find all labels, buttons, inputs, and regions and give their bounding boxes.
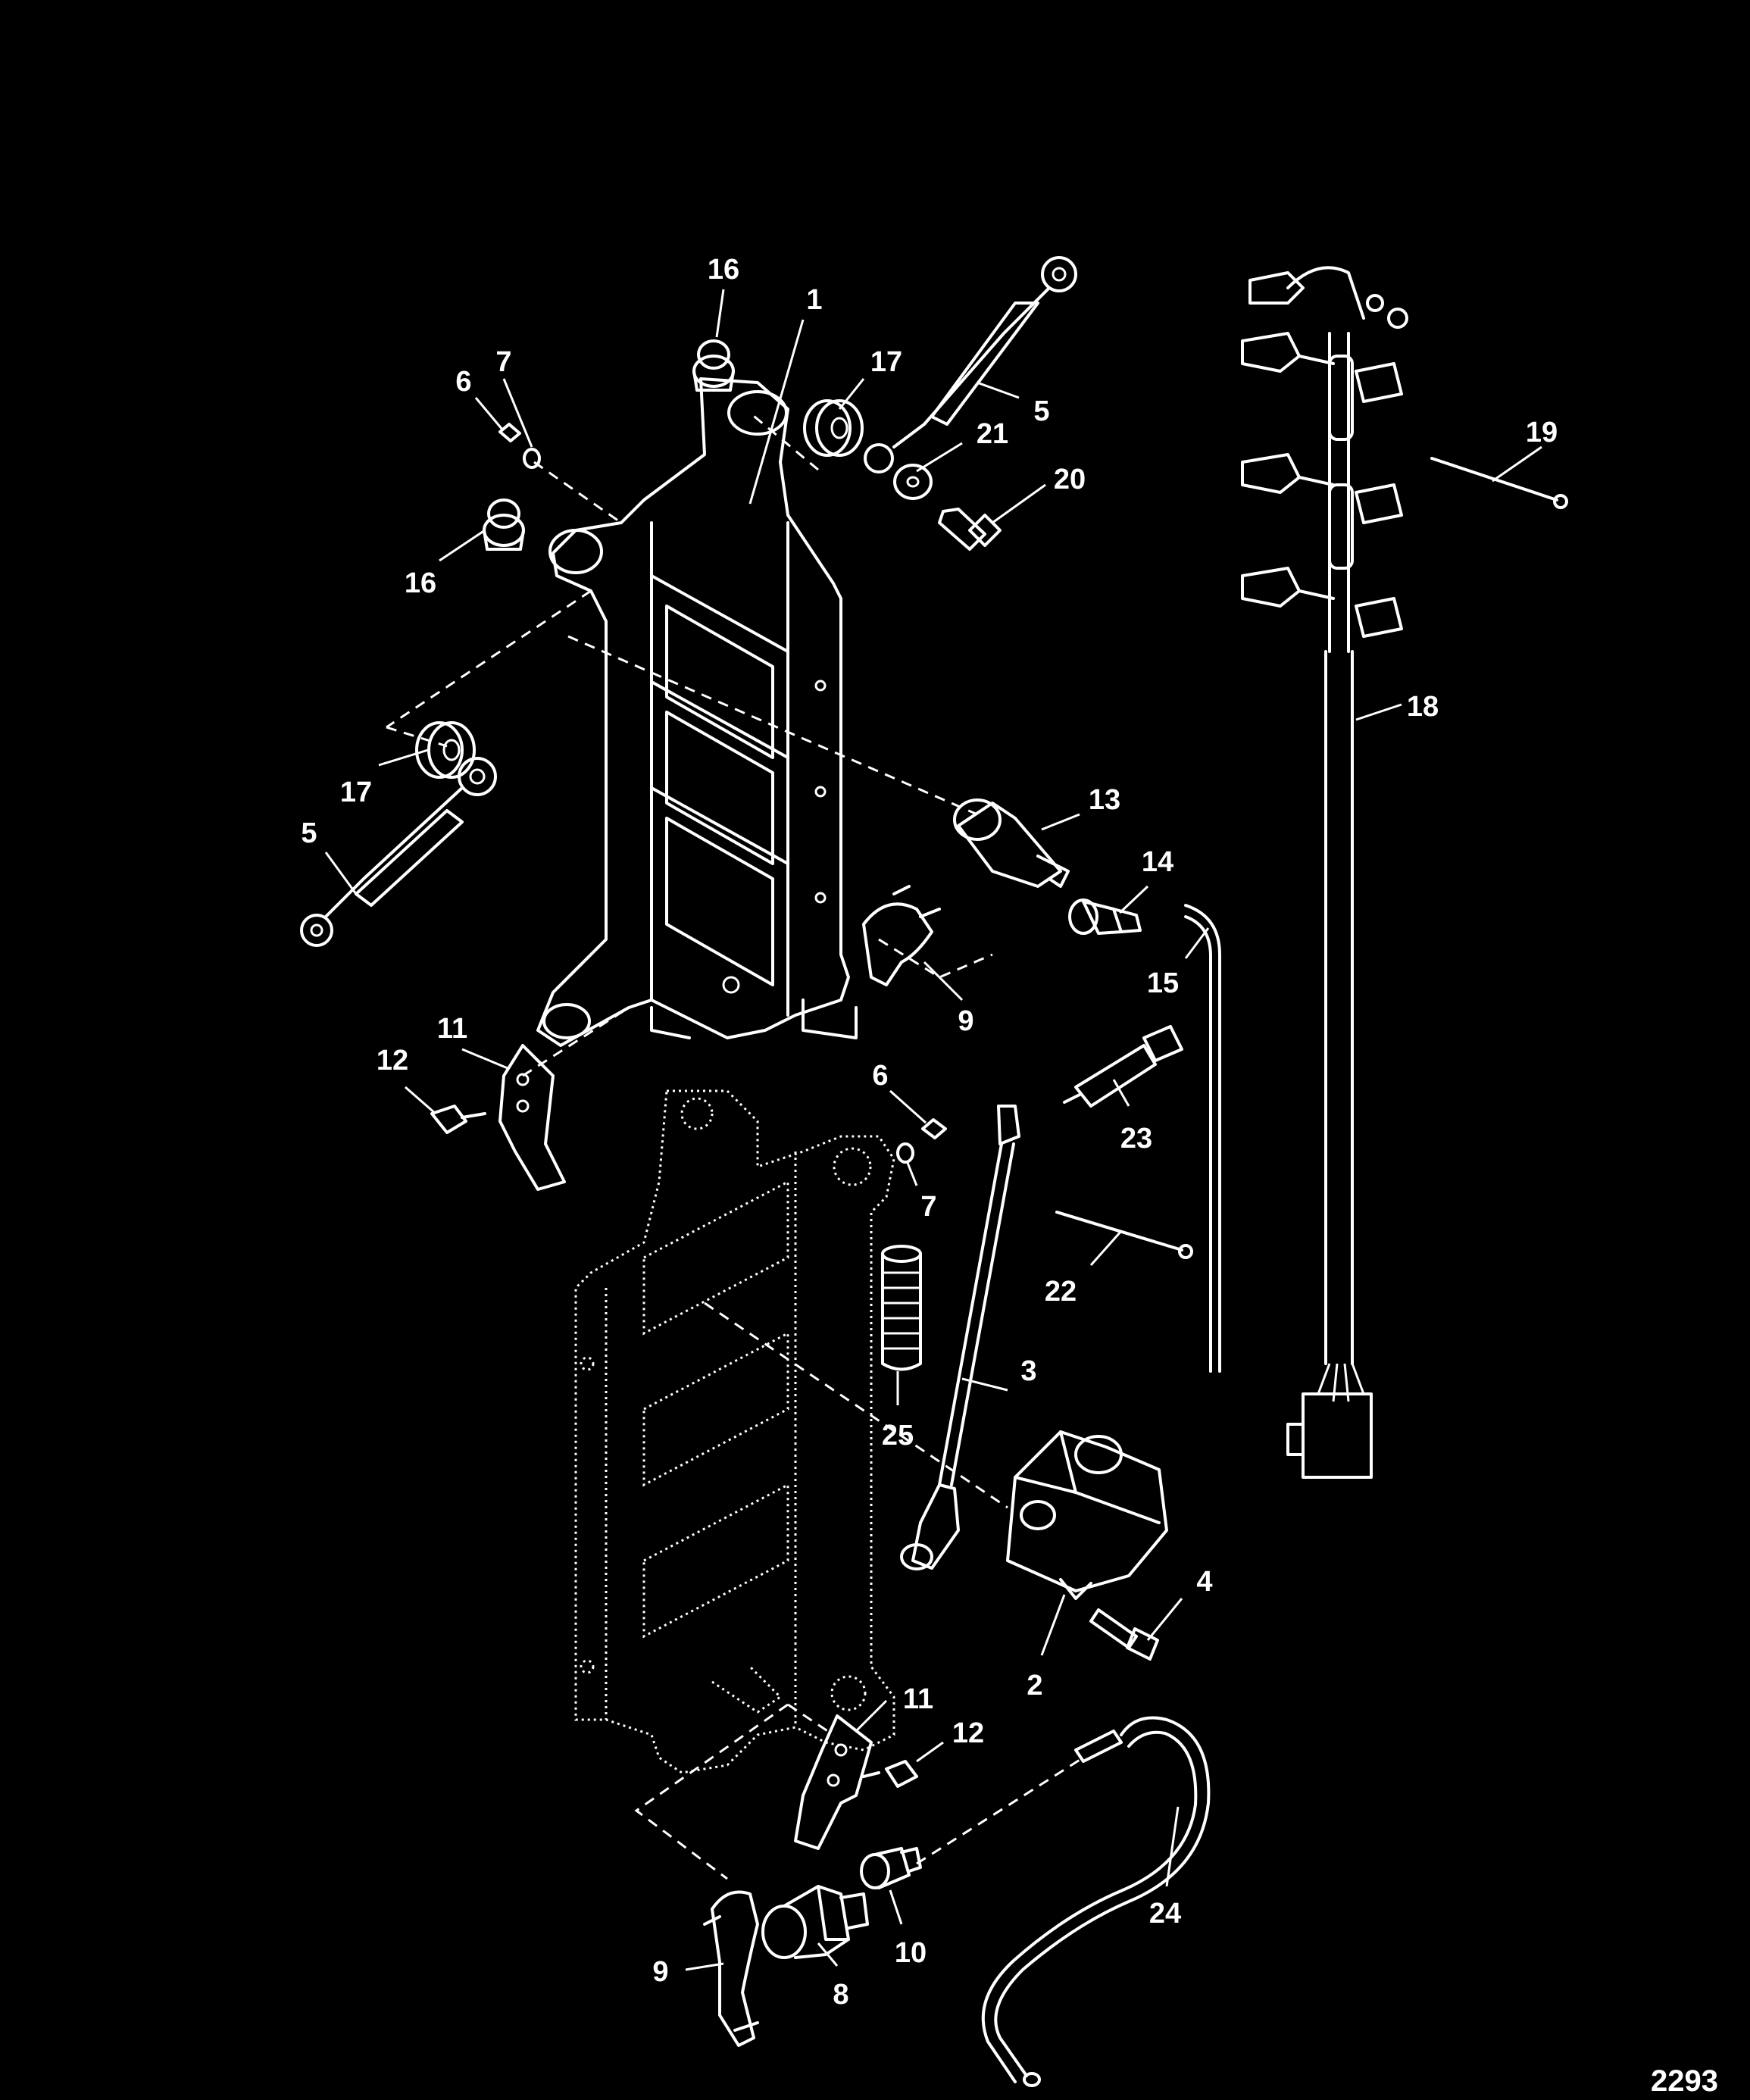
sensor — [953, 798, 1070, 888]
callout-6-lower: 6 — [872, 1060, 888, 1092]
bushing-upper — [692, 339, 735, 392]
callout-9-upper: 9 — [958, 1005, 973, 1037]
plate-lower — [794, 1714, 873, 1850]
callout-16-upper: 16 — [708, 254, 739, 286]
callout-12-lower: 12 — [952, 1717, 984, 1749]
ground-strap-left — [300, 757, 497, 947]
callout-4: 4 — [1196, 1566, 1212, 1598]
cable-tie-22 — [1055, 1211, 1193, 1259]
clamp-upper — [862, 885, 941, 986]
callout-21: 21 — [977, 418, 1008, 450]
callout-20: 20 — [1054, 464, 1086, 495]
ignition-coil — [1006, 1430, 1168, 1600]
elbow-fitting — [1068, 898, 1142, 935]
grommet-left — [415, 721, 476, 779]
callout-13: 13 — [1089, 784, 1120, 816]
callout-14: 14 — [1142, 846, 1173, 878]
callout-1: 1 — [806, 284, 822, 316]
hose-24 — [981, 1716, 1211, 2087]
callout-19: 19 — [1526, 417, 1558, 448]
callout-11-lower: 11 — [903, 1683, 933, 1715]
clamp-lower — [703, 1890, 759, 2047]
bushing-left — [483, 498, 525, 551]
callout-labels: 16 1 7 6 17 5 21 20 16 19 18 17 5 13 14 … — [301, 254, 1558, 2011]
figure-number: 2293 — [1651, 2064, 1718, 2098]
screw-plate-upper — [430, 1105, 486, 1134]
grommet-upper — [803, 399, 864, 457]
callout-3: 3 — [1020, 1355, 1036, 1387]
callout-15: 15 — [1147, 967, 1179, 999]
cable-tie-19 — [1430, 457, 1568, 509]
callout-18: 18 — [1407, 691, 1439, 723]
ground-strap-upper — [864, 256, 1077, 473]
callout-23: 23 — [1120, 1123, 1152, 1155]
washer — [893, 464, 933, 500]
spark-plug — [1063, 1025, 1183, 1108]
upper-bracket — [536, 377, 858, 1047]
callout-24: 24 — [1149, 1898, 1181, 1930]
callout-22: 22 — [1045, 1276, 1077, 1308]
callout-17-left: 17 — [340, 777, 372, 808]
hose-15 — [1184, 904, 1221, 1373]
coil-bolt — [1089, 1608, 1159, 1661]
alignment-lines — [386, 411, 1084, 1880]
leader-lines — [324, 289, 1542, 1971]
coil-lead — [900, 1105, 1020, 1570]
callout-7-upper: 7 — [495, 346, 511, 378]
sensor-lower — [761, 1885, 869, 1959]
callout-9-lower: 9 — [652, 1956, 668, 1988]
callout-12-upper: 12 — [377, 1045, 408, 1077]
callout-8: 8 — [833, 1979, 848, 2011]
callout-10: 10 — [895, 1937, 927, 1969]
callout-16-left: 16 — [405, 567, 436, 599]
callout-25: 25 — [882, 1420, 914, 1452]
callout-5-upper: 5 — [1033, 395, 1049, 427]
wiring-harness — [1241, 266, 1408, 1479]
sleeve — [881, 1245, 922, 1371]
fitting — [860, 1847, 922, 1889]
screw-plate-lower — [862, 1760, 918, 1788]
screw-lower — [896, 1118, 947, 1164]
callout-7-lower: 7 — [920, 1191, 936, 1223]
callout-17-upper: 17 — [870, 346, 902, 378]
callout-5-left: 5 — [301, 817, 317, 849]
callout-6-upper: 6 — [455, 366, 471, 398]
lower-bracket — [574, 1089, 895, 1774]
bolt — [938, 508, 1002, 551]
callout-11-upper: 11 — [437, 1013, 467, 1045]
callout-2: 2 — [1027, 1670, 1042, 1702]
screw-upper — [498, 423, 541, 469]
plate-upper — [498, 1044, 566, 1191]
